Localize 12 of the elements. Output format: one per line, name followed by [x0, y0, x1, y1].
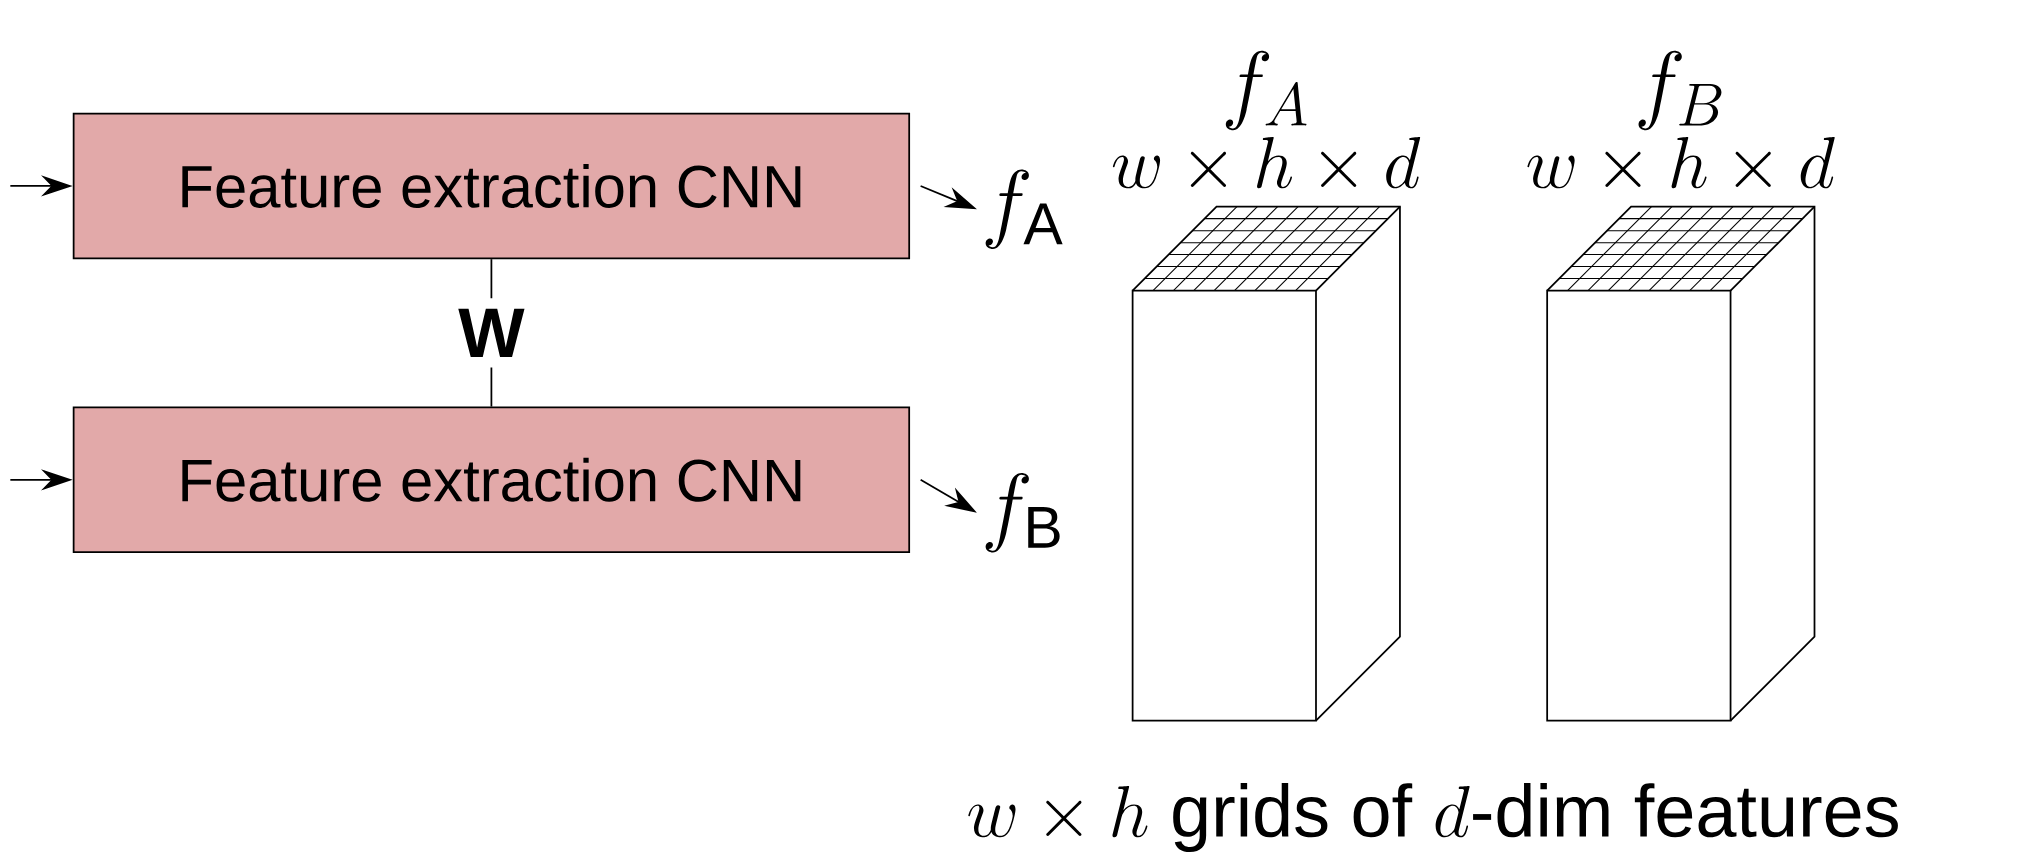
output-symbol: $f_\mathrm{A}$ — [985, 169, 1063, 249]
edge-label: $\mathbf{W}$ — [447, 298, 536, 368]
process-box: Feature extraction CNN — [72, 112, 911, 260]
caption-text: $w \times h \text{ grids of } d\text{-dim features}$ — [968, 782, 1898, 852]
feature-label: $w \times h \times d$ — [1527, 136, 1835, 189]
feature-label: $w \times h \times d$ — [1112, 136, 1421, 189]
cuboid-drawing — [1546, 205, 1816, 722]
cuboid-drawing — [1131, 205, 1401, 722]
feature-label: $f_B$ — [1638, 50, 1722, 130]
output-symbol: $f_\mathrm{B}$ — [985, 472, 1060, 553]
feature-label: $f_A$ — [1225, 50, 1307, 130]
process-box: Feature extraction CNN — [72, 406, 911, 553]
